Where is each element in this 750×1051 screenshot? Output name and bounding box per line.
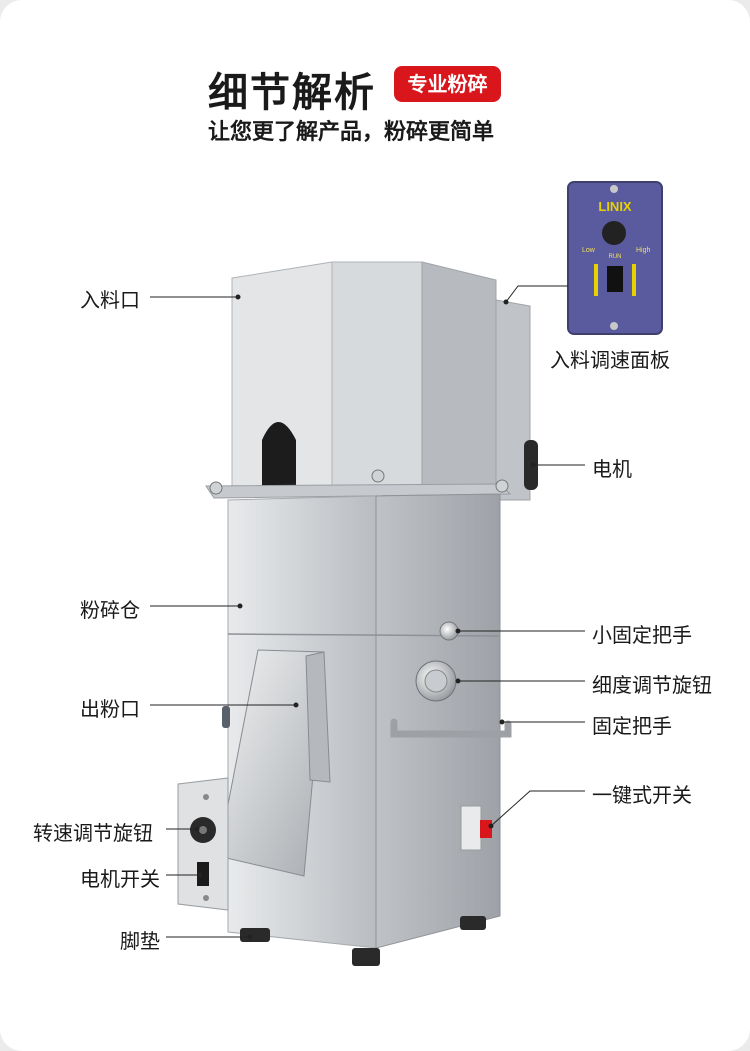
panel-speed-knob [602, 221, 626, 245]
panel-run-label: RUN [609, 254, 622, 260]
callout-speed-knob: 转速调节旋钮 [33, 821, 153, 845]
top-plate [205, 469, 512, 499]
leader-lines [150, 285, 585, 940]
foot-pads [240, 916, 486, 966]
panel-high-label: High [636, 247, 651, 254]
inlet-hopper [231, 261, 497, 497]
callout-inlet: 入料口 [80, 288, 140, 312]
panel-rocker-switch [607, 266, 623, 292]
callout-fixed-handle: 固定把手 [592, 714, 672, 738]
motor-housing [495, 299, 538, 501]
panel-brand: LINIX [598, 199, 632, 214]
panel-low-label: Low [582, 247, 596, 254]
feature-badge: 专业粉碎 [394, 66, 501, 102]
callout-foot-pad: 脚垫 [120, 929, 160, 953]
small-handle [439, 621, 459, 641]
inlet-opening [262, 422, 296, 490]
callout-chamber: 粉碎仓 [80, 598, 140, 622]
callout-one-key-switch: 一键式开关 [592, 783, 692, 807]
callout-outlet: 出粉口 [80, 697, 140, 721]
motor-switch [197, 862, 209, 886]
callout-motor-switch: 电机开关 [80, 867, 160, 891]
inlet-speed-panel: LINIX Low High RUN [567, 181, 663, 335]
fixed-handle [390, 718, 512, 738]
fineness-knob [415, 660, 457, 702]
callout-speed-panel: 入料调速面板 [550, 348, 670, 372]
page-title: 细节解析 [208, 70, 376, 116]
side-control-box [177, 777, 229, 911]
page-subtitle: 让您更了解产品，粉碎更简单 [208, 120, 495, 145]
callout-fineness-knob: 细度调节旋钮 [592, 673, 712, 697]
callout-motor: 电机 [592, 457, 632, 481]
callout-small-handle: 小固定把手 [592, 623, 692, 647]
